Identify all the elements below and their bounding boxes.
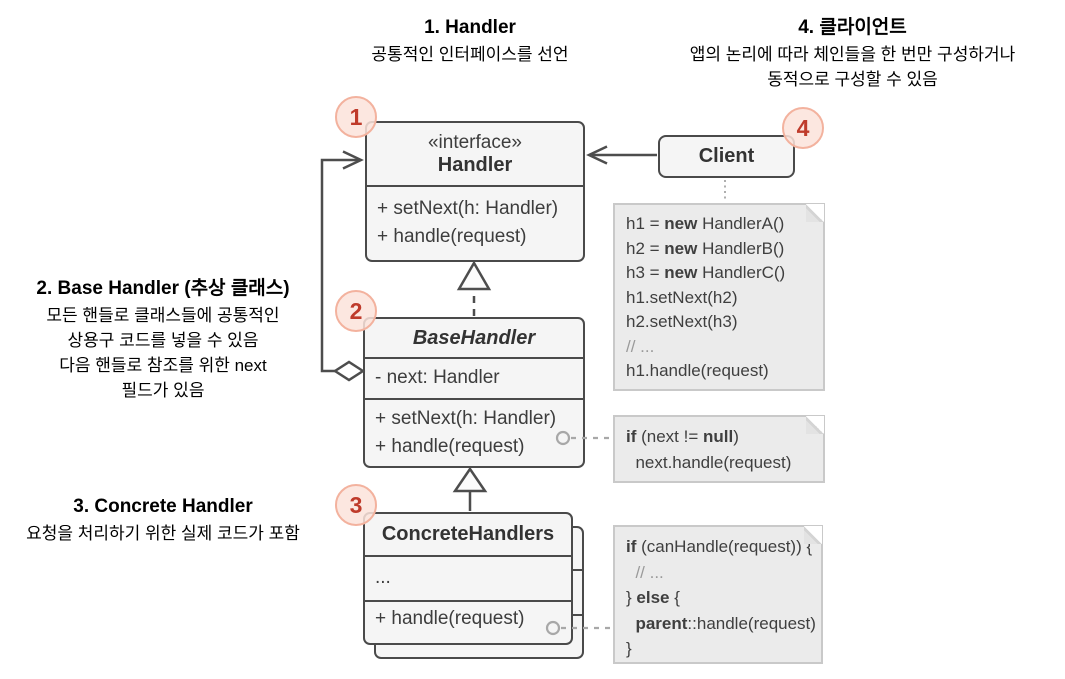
- annotation-line: 상용구 코드를 넣을 수 있음: [67, 331, 259, 350]
- uml-method: + handle(request): [377, 226, 527, 247]
- note-concrete-handle-code: if (canHandle(request)) { // ... } else {…: [613, 525, 823, 664]
- annotation-client-title: 4. 클라이언트: [798, 17, 907, 38]
- code-line: // ...: [626, 336, 655, 356]
- class-concretehandlers: ConcreteHandlers ... + handle(request): [363, 512, 573, 645]
- annotation-concrete-handler-body: 요청을 처리하기 위한 실제 코드가 포함: [2, 521, 324, 546]
- code-line: next.handle(request): [626, 452, 792, 472]
- class-basehandler-name: BaseHandler: [412, 326, 536, 349]
- code-line: h1.setNext(h2): [626, 287, 738, 307]
- class-handler-name: Handler: [437, 153, 513, 176]
- uml-method: + handle(request): [375, 436, 525, 457]
- code-line: // ...: [626, 562, 664, 582]
- class-concretehandlers-methods: + handle(request): [365, 600, 571, 643]
- note-concrete-handle-lines: if (canHandle(request)) { // ... } else {…: [626, 534, 816, 662]
- aggregation-diamond: [332, 360, 366, 382]
- code-line: if (next != null): [626, 427, 739, 446]
- class-basehandler-header: BaseHandler: [365, 319, 583, 357]
- annotation-line: 다음 핸들로 참조를 위한 next: [59, 356, 267, 375]
- code-line: h3 = new HandlerC(): [626, 263, 786, 282]
- class-handler-stereotype: «interface»: [427, 131, 522, 153]
- code-line: } else {: [626, 588, 680, 607]
- class-handler-methods: + setNext(h: Handler) + handle(request): [367, 185, 583, 260]
- annotation-concrete-handler-title: 3. Concrete Handler: [73, 496, 253, 517]
- annotation-line: 동적으로 구성할 수 있음: [767, 70, 938, 89]
- code-line: h1 = new HandlerA(): [626, 214, 785, 233]
- aggregation-line: [320, 158, 359, 373]
- code-line: h2.setNext(h3): [626, 312, 738, 331]
- badge-4: 4: [782, 107, 824, 149]
- annotation-base-handler-title: 2. Base Handler (추상 클래스): [36, 278, 290, 299]
- annotation-line: 모든 핸들로 클래스들에 공통적인: [46, 306, 280, 325]
- class-handler-header: «interface» Handler: [367, 123, 583, 185]
- annotation-line: 요청을 처리하기 위한 실제 코드가 포함: [26, 524, 300, 543]
- client-association-arrowhead: [586, 145, 608, 165]
- badge-1: 1: [335, 96, 377, 138]
- code-line: }: [626, 639, 632, 658]
- uml-method: + handle(request): [375, 608, 525, 629]
- annotation-handler-title: 1. Handler: [424, 17, 516, 38]
- class-handler: «interface» Handler + setNext(h: Handler…: [365, 121, 585, 262]
- badge-3: 3: [335, 484, 377, 526]
- uml-method: + setNext(h: Handler): [377, 198, 559, 219]
- annotation-handler: 1. Handler 공통적인 인터페이스를 선언: [320, 16, 620, 67]
- note-client-code: h1 = new HandlerA() h2 = new HandlerB() h3…: [613, 203, 825, 391]
- realization-triangle: [456, 260, 492, 291]
- class-basehandler-fields: - next: Handler: [365, 357, 583, 398]
- code-line: if (canHandle(request)) {: [626, 537, 813, 556]
- note-base-handle-code: if (next != null) next.handle(request): [613, 415, 825, 483]
- note-base-handle-lines: if (next != null) next.handle(request): [626, 424, 812, 475]
- note-dogear: [804, 526, 822, 544]
- class-basehandler-methods: + setNext(h: Handler) + handle(request): [365, 398, 583, 466]
- class-client: Client: [658, 135, 795, 178]
- association-arrowhead: [342, 150, 364, 170]
- code-line: h2 = new HandlerB(): [626, 238, 785, 258]
- annotation-base-handler: 2. Base Handler (추상 클래스) 모든 핸들로 클래스들에 공통…: [2, 277, 324, 403]
- class-client-name: Client: [698, 145, 755, 167]
- code-line: parent::handle(request): [635, 613, 816, 633]
- code-line: h1.handle(request): [626, 361, 769, 380]
- note-dogear: [806, 204, 824, 222]
- class-concretehandlers-name: ConcreteHandlers: [381, 523, 555, 545]
- note-dogear: [806, 416, 824, 434]
- class-basehandler: BaseHandler - next: Handler + setNext(h:…: [363, 317, 585, 468]
- class-concretehandlers-fields: ...: [365, 555, 571, 600]
- annotation-line: 앱의 논리에 따라 체인들을 한 번만 구성하거나: [689, 45, 1016, 64]
- badge-2: 2: [335, 290, 377, 332]
- annotation-handler-body: 공통적인 인터페이스를 선언: [320, 42, 620, 67]
- note-client-code-lines: h1 = new HandlerA() h2 = new HandlerB() h3…: [626, 212, 812, 384]
- annotation-line: 필드가 있음: [121, 381, 205, 400]
- annotation-concrete-handler: 3. Concrete Handler 요청을 처리하기 위한 실제 코드가 포…: [2, 495, 324, 546]
- class-concretehandlers-header: ConcreteHandlers: [365, 514, 571, 555]
- annotation-line: 공통적인 인터페이스를 선언: [371, 45, 569, 64]
- uml-field: ...: [375, 567, 391, 588]
- uml-field: - next: Handler: [375, 367, 500, 388]
- inheritance-triangle: [452, 466, 488, 493]
- uml-method: + setNext(h: Handler): [375, 408, 557, 429]
